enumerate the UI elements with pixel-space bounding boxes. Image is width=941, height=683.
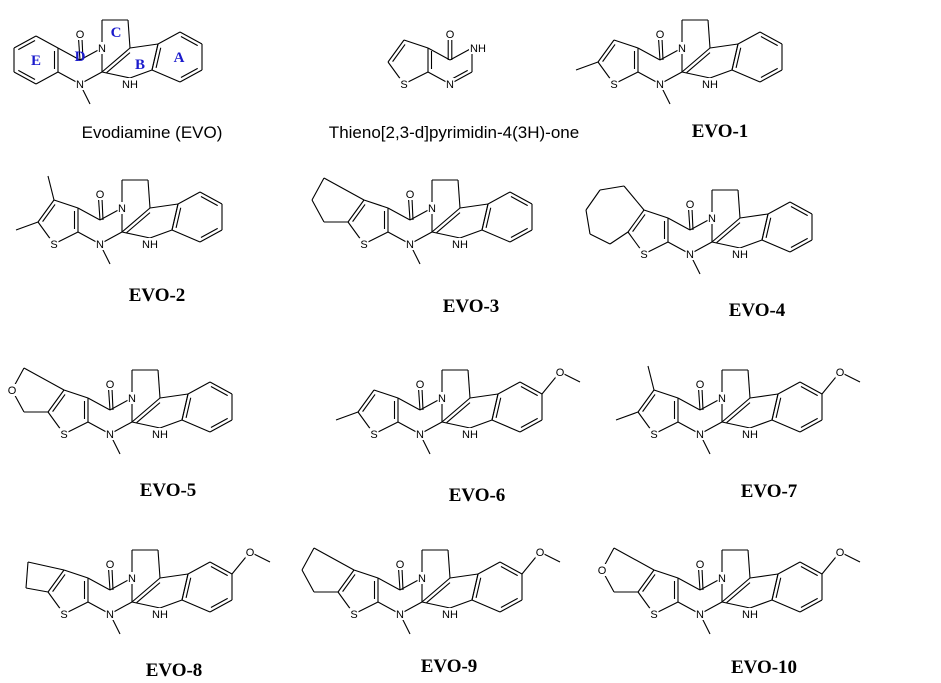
- nh-label: NH: [742, 609, 758, 621]
- nitrogen-label: N: [128, 393, 136, 405]
- nitrogen-label: N: [718, 393, 726, 405]
- structure-evo10: O N N NH O S O: [597, 546, 861, 635]
- oxygen-label: O: [696, 559, 705, 571]
- nitrogen-label: N: [718, 573, 726, 585]
- methoxy-oxygen-label: O: [836, 547, 845, 559]
- structure-evo4: O N N NH S: [585, 185, 813, 275]
- structure-evo: O N N NH A BC D E: [13, 19, 203, 105]
- oxygen-label: O: [96, 189, 105, 201]
- caption-evo-1: EVO-1: [691, 121, 749, 142]
- ring-label-b: B: [135, 57, 145, 73]
- nitrogen-label: N: [76, 79, 84, 91]
- nitrogen-label: N: [416, 429, 424, 441]
- nitrogen-label: N: [396, 609, 404, 621]
- nitrogen-label: N: [128, 573, 136, 585]
- structure-evo7: O N N NH O S: [615, 365, 861, 455]
- nitrogen-label: N: [106, 609, 114, 621]
- sulfur-label: S: [60, 609, 67, 621]
- structure-evo8: O N N NH O S: [25, 546, 271, 635]
- structure-thp: O NH N S: [387, 28, 487, 91]
- sulfur-label: S: [400, 79, 407, 91]
- oxygen-label: O: [76, 29, 85, 41]
- caption-thienopyrimidinone: Thieno[2,3-d]pyrimidin-4(3H)-one: [328, 123, 580, 142]
- nitrogen-label: N: [418, 573, 426, 585]
- sulfur-label: S: [60, 429, 67, 441]
- ring-label-d: D: [75, 49, 86, 65]
- oxygen-label: O: [696, 379, 705, 391]
- sulfur-label: S: [50, 239, 57, 251]
- nitrogen-label: N: [696, 429, 704, 441]
- nitrogen-label: N: [446, 79, 454, 91]
- nh-label: NH: [442, 609, 458, 621]
- nitrogen-label: N: [96, 239, 104, 251]
- oxygen-label: O: [106, 379, 115, 391]
- structure-evo3: O N N NH S: [311, 177, 533, 265]
- nitrogen-label: N: [118, 203, 126, 215]
- ring-label-a: A: [174, 50, 185, 66]
- sulfur-label: S: [350, 609, 357, 621]
- ring-label-c: C: [111, 25, 122, 41]
- sulfur-label: S: [610, 79, 617, 91]
- nh-label: NH: [142, 239, 158, 251]
- nitrogen-label: N: [406, 239, 414, 251]
- nitrogen-label: N: [438, 393, 446, 405]
- structure-evo9: O N N NH O S: [301, 546, 561, 635]
- nitrogen-label: N: [708, 213, 716, 225]
- oxygen-label: O: [446, 29, 455, 41]
- nh-label: NH: [742, 429, 758, 441]
- nh-label: NH: [470, 43, 486, 55]
- structure-evo1: O N N NH S: [575, 19, 783, 105]
- oxygen-label: O: [396, 559, 405, 571]
- methoxy-oxygen-label: O: [536, 547, 545, 559]
- oxygen-label: O: [416, 379, 425, 391]
- sulfur-label: S: [650, 429, 657, 441]
- nh-label: NH: [702, 79, 718, 91]
- structure-evo2: O N N NH S: [15, 175, 223, 265]
- methoxy-oxygen-label: O: [836, 367, 845, 379]
- caption-evo-4: EVO-4: [728, 300, 786, 321]
- caption-evodiamine: Evodiamine (EVO): [81, 123, 223, 142]
- oxygen-label: O: [686, 199, 695, 211]
- oxygen-label: O: [656, 29, 665, 41]
- caption-evo-5: EVO-5: [139, 480, 197, 501]
- oxygen-label: O: [406, 189, 415, 201]
- nh-label: NH: [152, 609, 168, 621]
- nh-label: NH: [452, 239, 468, 251]
- pyran-oxygen-label: O: [598, 565, 607, 577]
- caption-evo-3: EVO-3: [442, 296, 500, 317]
- sulfur-label: S: [650, 609, 657, 621]
- caption-evo-7: EVO-7: [740, 481, 798, 502]
- nh-label: NH: [152, 429, 168, 441]
- sulfur-label: S: [370, 429, 377, 441]
- caption-evo-6: EVO-6: [448, 485, 506, 506]
- methoxy-oxygen-label: O: [246, 547, 255, 559]
- methoxy-oxygen-label: O: [556, 367, 565, 379]
- nh-label: NH: [122, 79, 138, 91]
- pyran-oxygen-label: O: [8, 385, 17, 397]
- structure-evo5: O N N NH S O: [7, 367, 233, 455]
- caption-evo-8: EVO-8: [145, 660, 203, 681]
- sulfur-label: S: [360, 239, 367, 251]
- sulfur-label: S: [640, 249, 647, 261]
- nitrogen-label: N: [696, 609, 704, 621]
- oxygen-label: O: [106, 559, 115, 571]
- nitrogen-label: N: [656, 79, 664, 91]
- nitrogen-label: N: [98, 43, 106, 55]
- caption-evo-2: EVO-2: [128, 285, 186, 306]
- nh-label: NH: [732, 249, 748, 261]
- caption-evo-9: EVO-9: [420, 656, 478, 677]
- ring-label-e: E: [31, 53, 41, 69]
- nh-label: NH: [462, 429, 478, 441]
- structure-evo6: O N N NH O S: [335, 366, 581, 455]
- nitrogen-label: N: [106, 429, 114, 441]
- caption-evo-10: EVO-10: [730, 657, 798, 678]
- nitrogen-label: N: [428, 203, 436, 215]
- nitrogen-label: N: [686, 249, 694, 261]
- nitrogen-label: N: [678, 43, 686, 55]
